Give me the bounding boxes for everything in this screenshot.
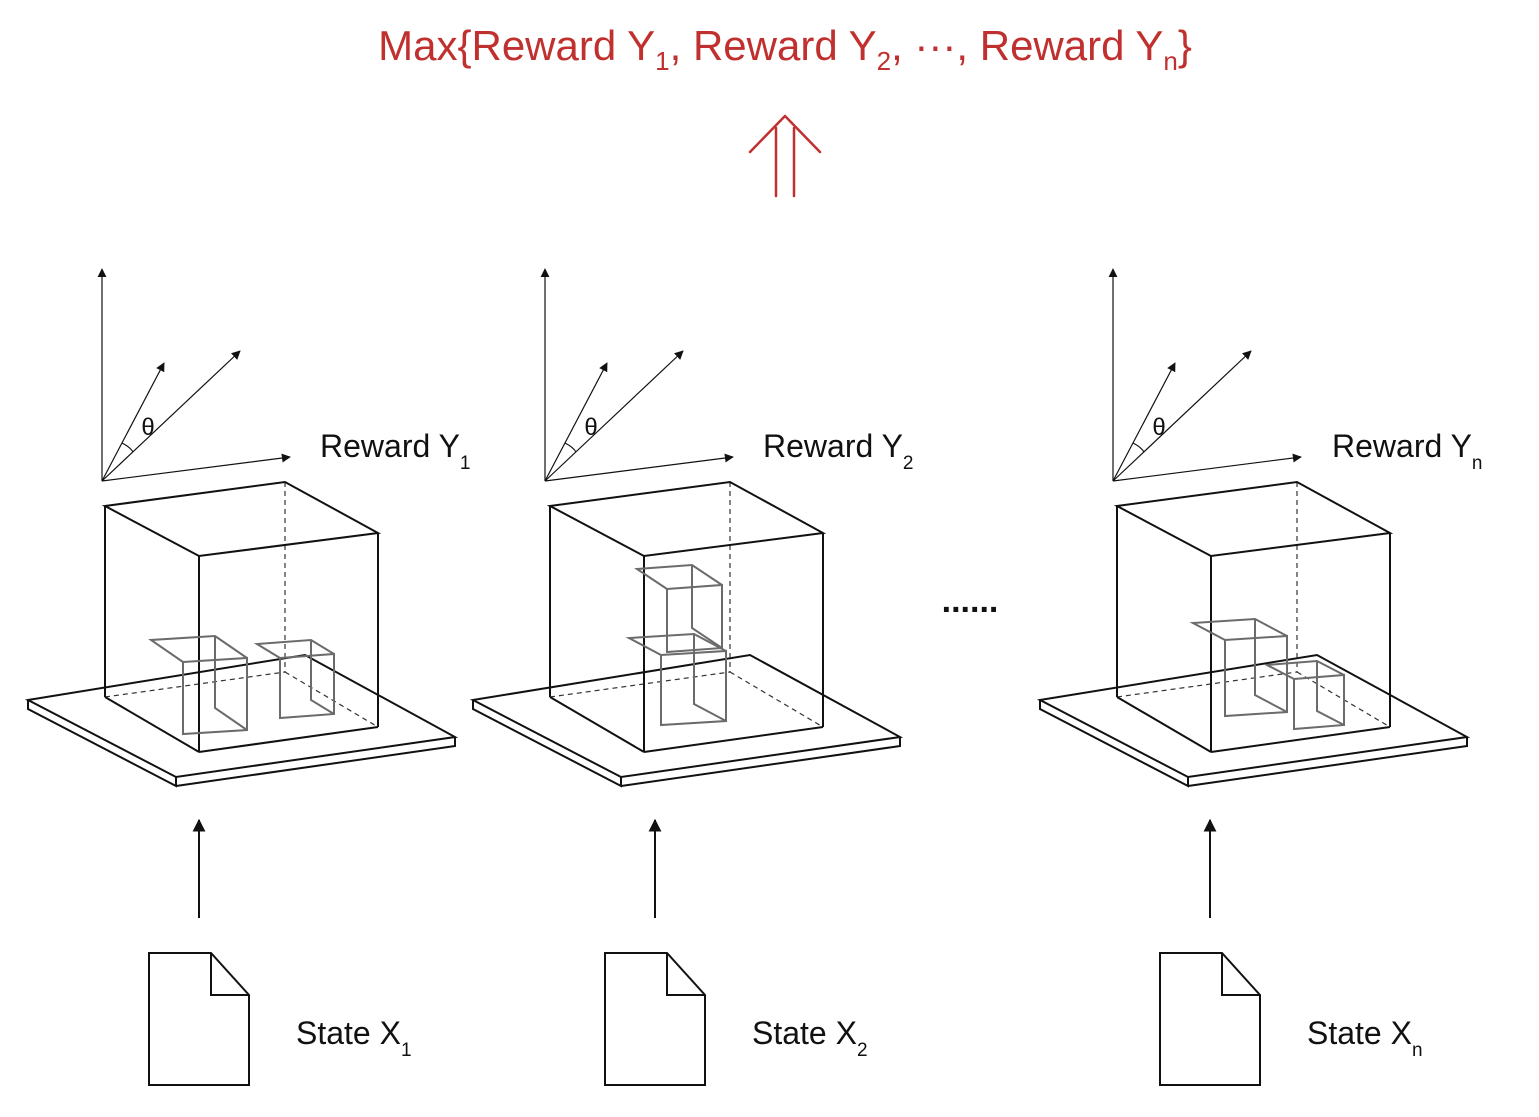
hidden-edge-side <box>284 671 379 728</box>
base-plate <box>469 653 904 788</box>
title-prefix: Max{ <box>378 22 471 69</box>
container-box <box>546 480 827 753</box>
plate-side-edge <box>620 737 901 787</box>
axis-depth <box>1112 350 1252 482</box>
title-separator: , <box>891 22 914 69</box>
container-bottom-left <box>549 696 645 753</box>
state-label-subscript: n <box>1412 1040 1423 1061</box>
packed-items <box>625 563 727 727</box>
plate-front-edge <box>1039 700 1189 788</box>
packed-items <box>148 634 335 736</box>
title-ellipsis: ··· <box>914 22 956 69</box>
title-reward-subscript-3: n <box>1163 46 1177 76</box>
axis-horizontal <box>1112 453 1302 482</box>
item-cube-1 <box>1189 617 1288 718</box>
base-plate <box>1036 653 1471 788</box>
state-label-text: State X <box>1307 1015 1412 1051</box>
reward-label-subscript: 1 <box>460 453 471 474</box>
theta-arc <box>121 442 134 453</box>
axes: θ <box>1108 268 1302 482</box>
reward-label: Reward Y2 <box>763 428 914 474</box>
container-bottom-front <box>1210 726 1391 753</box>
item-cube-1 <box>148 634 248 736</box>
document-icon <box>1159 952 1261 1086</box>
state-label: State X2 <box>752 1015 868 1061</box>
title-reward-2: Reward Y <box>693 22 877 69</box>
ellipsis-between-panels: ...... <box>942 582 999 620</box>
axis-horizontal <box>101 453 291 482</box>
container-bottom-front <box>643 726 824 753</box>
state-label-text: State X <box>752 1015 857 1051</box>
reward-label-subscript: 2 <box>903 453 914 474</box>
container-top <box>101 480 382 558</box>
document-icon <box>604 952 706 1086</box>
title-suffix: } <box>1178 22 1192 69</box>
container-box <box>101 480 382 753</box>
title-separator: , <box>670 22 693 69</box>
state-label-subscript: 1 <box>401 1040 412 1061</box>
state-label-text: State X <box>296 1015 401 1051</box>
container-bottom-left <box>1116 696 1212 753</box>
reward-label-subscript: n <box>1472 453 1483 474</box>
plate-front-edge <box>472 700 622 788</box>
hidden-edge-back <box>549 671 731 698</box>
reward-label: Reward Yn <box>1332 428 1483 474</box>
item-cube-1 <box>625 632 727 727</box>
hidden-edge-back <box>1116 671 1298 698</box>
state-label: State X1 <box>296 1015 412 1061</box>
theta-arc <box>564 442 577 453</box>
reward-label-text: Reward Y <box>320 428 460 464</box>
axes: θ <box>97 268 291 482</box>
hidden-edge-back <box>104 671 286 698</box>
plate-front-edge <box>27 700 177 788</box>
reward-label-text: Reward Y <box>763 428 903 464</box>
axis-rotated <box>1112 362 1176 482</box>
plate-side-edge <box>1187 737 1468 787</box>
theta-label: θ <box>1152 414 1165 441</box>
item-cube-2 <box>1263 659 1345 731</box>
title-reward-3: Reward Y <box>980 22 1164 69</box>
container-bottom-front <box>198 726 379 753</box>
title: Max{Reward Y1, Reward Y2, ···, Reward Yn… <box>378 22 1192 76</box>
container-top <box>1113 480 1394 558</box>
plate-top <box>1036 653 1471 779</box>
title-reward-subscript-1: 1 <box>655 46 669 76</box>
item-cube-2 <box>634 563 723 654</box>
theta-arc <box>1132 442 1145 453</box>
axis-rotated <box>544 362 608 482</box>
axis-depth <box>544 350 684 482</box>
container-box <box>1113 480 1394 753</box>
container-bottom-left <box>104 696 200 753</box>
axis-rotated <box>101 362 165 482</box>
plate-top <box>469 653 904 779</box>
double-up-arrow-icon <box>748 114 822 198</box>
theta-label: θ <box>141 414 154 441</box>
title-reward-subscript-2: 2 <box>877 46 891 76</box>
document-icon <box>148 952 250 1086</box>
axes: θ <box>540 268 734 482</box>
axis-depth <box>101 350 241 482</box>
reward-label: Reward Y1 <box>320 428 471 474</box>
theta-label: θ <box>584 414 597 441</box>
base-plate <box>24 653 459 788</box>
title-separator: , <box>956 22 979 69</box>
reward-label-text: Reward Y <box>1332 428 1472 464</box>
axis-horizontal <box>544 453 734 482</box>
plate-side-edge <box>175 737 456 787</box>
packed-items <box>1189 617 1345 731</box>
plate-top <box>24 653 459 779</box>
state-label: State Xn <box>1307 1015 1423 1061</box>
title-reward-1: Reward Y <box>471 22 655 69</box>
hidden-edge-side <box>729 671 824 728</box>
container-top <box>546 480 827 558</box>
state-label-subscript: 2 <box>857 1040 868 1061</box>
item-cube-2 <box>253 638 335 720</box>
